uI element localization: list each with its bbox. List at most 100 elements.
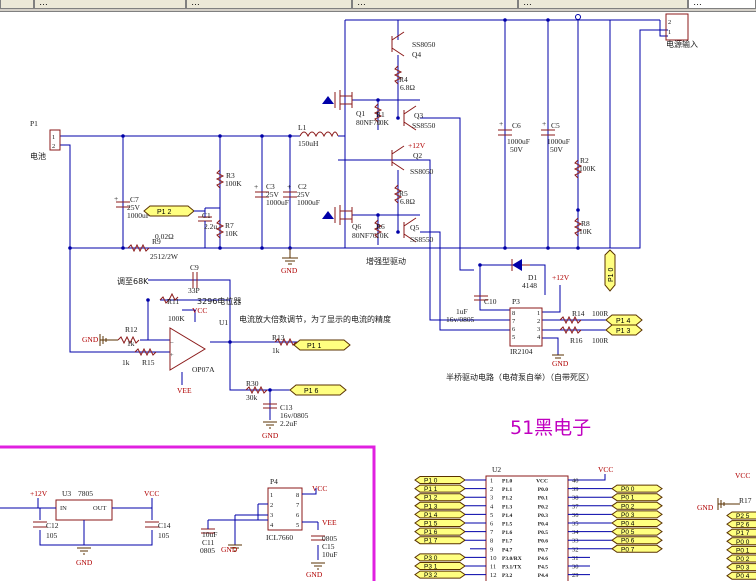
svg-text:GND: GND [281, 266, 298, 275]
svg-text:R15: R15 [142, 358, 155, 367]
svg-text:C15: C15 [322, 542, 335, 551]
svg-text:Q6: Q6 [352, 222, 361, 231]
net-flag-label: P1 3 [424, 503, 438, 510]
mcu-pin-name: P0.0 [538, 487, 548, 493]
resistor-r15: R15 1k [122, 347, 157, 367]
svg-text:VCC: VCC [598, 465, 613, 474]
inductor-l1: L1 150uH [298, 123, 339, 148]
capacitor-c1: C1 2.2u [198, 207, 220, 248]
svg-text:1k: 1k [122, 358, 130, 367]
net-flag-label: P0 2 [621, 503, 635, 510]
mcu-pin-number: 36 [572, 512, 579, 519]
resistor-r5: R5 6.8Ω [393, 184, 415, 206]
net-flag-label: P1 6 [424, 529, 438, 536]
svg-text:P1: P1 [30, 119, 38, 128]
mcu-pin-number: 11 [490, 564, 496, 571]
mcu-pin-name: P0.1 [538, 496, 548, 502]
mcu-pin-name: P4.7 [502, 547, 512, 553]
mcu-pin-number: 8 [490, 538, 493, 545]
net-flag-label: P0 0 [736, 539, 750, 546]
svg-text:R2: R2 [580, 156, 589, 165]
svg-text:Q4: Q4 [412, 50, 421, 59]
svg-text:C12: C12 [46, 521, 59, 530]
resistor-r12: R12 1k [117, 325, 140, 348]
net-flag: P1 4 [414, 510, 466, 519]
net-flag-label: P0 1 [621, 495, 635, 502]
net-flag: P1 7 [726, 528, 756, 537]
mcu-pin-number: 9 [490, 546, 493, 553]
svg-text:0805: 0805 [200, 546, 215, 555]
mcu-pin-name: P1.4 [502, 513, 512, 519]
net-flag: P0 5 [611, 527, 663, 536]
document-tab[interactable]: … [518, 0, 688, 9]
halfbridge-note: 半桥驱动电路（电荷泵自举）（自带死区） [446, 372, 594, 382]
svg-text:1000uF: 1000uF [266, 198, 289, 207]
mcu-pin-number: 39 [572, 486, 579, 493]
svg-text:R9: R9 [152, 237, 161, 246]
mcu-pin-name: P1.6 [502, 530, 512, 536]
net-flag: P1 6 [414, 527, 466, 536]
svg-text:SS8550: SS8550 [410, 235, 434, 244]
net-flag: P3 1 [414, 562, 466, 571]
transistor-q2: Q2 SS8050 +12V [391, 141, 434, 176]
svg-text:100K: 100K [225, 179, 242, 188]
svg-text:SS8050: SS8050 [410, 167, 434, 176]
mcu-pin-number: 40 [572, 478, 579, 485]
net-flag: P2 5 [726, 511, 756, 520]
svg-text:GND: GND [306, 570, 323, 579]
trim-note: 调至68K [117, 277, 149, 286]
svg-text:P1 4: P1 4 [616, 318, 631, 325]
svg-text:R6: R6 [376, 222, 385, 231]
net-flag-p13: P1 3 [605, 324, 643, 336]
net-flag-label: P0 3 [736, 565, 750, 572]
svg-text:OP07A: OP07A [192, 365, 215, 374]
svg-text:IR2104: IR2104 [510, 347, 533, 356]
net-flag-label: P0 2 [736, 556, 750, 563]
document-tab[interactable]: … [352, 0, 518, 9]
svg-text:6.8Ω: 6.8Ω [400, 197, 415, 206]
svg-text:ICL7660: ICL7660 [266, 533, 293, 542]
svg-text:25V: 25V [297, 190, 311, 199]
svg-text:+: + [254, 182, 258, 191]
document-tab[interactable]: … [34, 0, 186, 9]
net-flag: P0 0 [726, 537, 756, 546]
transistor-q5: Q5 SS8550 [403, 217, 434, 244]
svg-text:VCC: VCC [192, 306, 207, 315]
net-flag: P0 6 [611, 536, 663, 545]
svg-text:Q2: Q2 [413, 151, 422, 160]
svg-text:3296电位器: 3296电位器 [197, 296, 241, 306]
mcu-pin-name: P0.4 [538, 522, 548, 528]
svg-text:R3: R3 [226, 171, 235, 180]
svg-text:7805: 7805 [78, 489, 93, 498]
net-flag: P0 3 [726, 563, 756, 572]
mcu-pin-number: 5 [490, 512, 493, 519]
far-right-section: VCC GND R17 P2 5P2 6P1 7P0 0P0 1P0 2P0 3… [697, 471, 756, 580]
svg-text:80NF70: 80NF70 [356, 118, 381, 127]
ground-symbol: GND [76, 547, 93, 567]
mcu-pin-name: P3.0/RX [502, 556, 522, 562]
svg-text:−: − [170, 340, 174, 347]
svg-text:2: 2 [52, 143, 55, 150]
junctions [68, 14, 581, 392]
net-flag-label: P3 2 [424, 572, 438, 579]
svg-text:4: 4 [537, 334, 541, 341]
capacitor-c10: C10 1uF 16v/0805 [446, 295, 497, 324]
net-flag-label: P1 0 [424, 478, 438, 485]
net-flag-label: P0 4 [736, 573, 750, 580]
resistor-r3: R3 100K [215, 169, 242, 189]
svg-text:1: 1 [668, 29, 671, 36]
svg-text:+: + [114, 194, 118, 203]
svg-text:VCC: VCC [144, 489, 159, 498]
document-tab[interactable]: … [186, 0, 352, 9]
document-tab[interactable] [0, 0, 34, 9]
net-flag-label: P1 5 [424, 521, 438, 528]
svg-text:5: 5 [296, 522, 299, 529]
